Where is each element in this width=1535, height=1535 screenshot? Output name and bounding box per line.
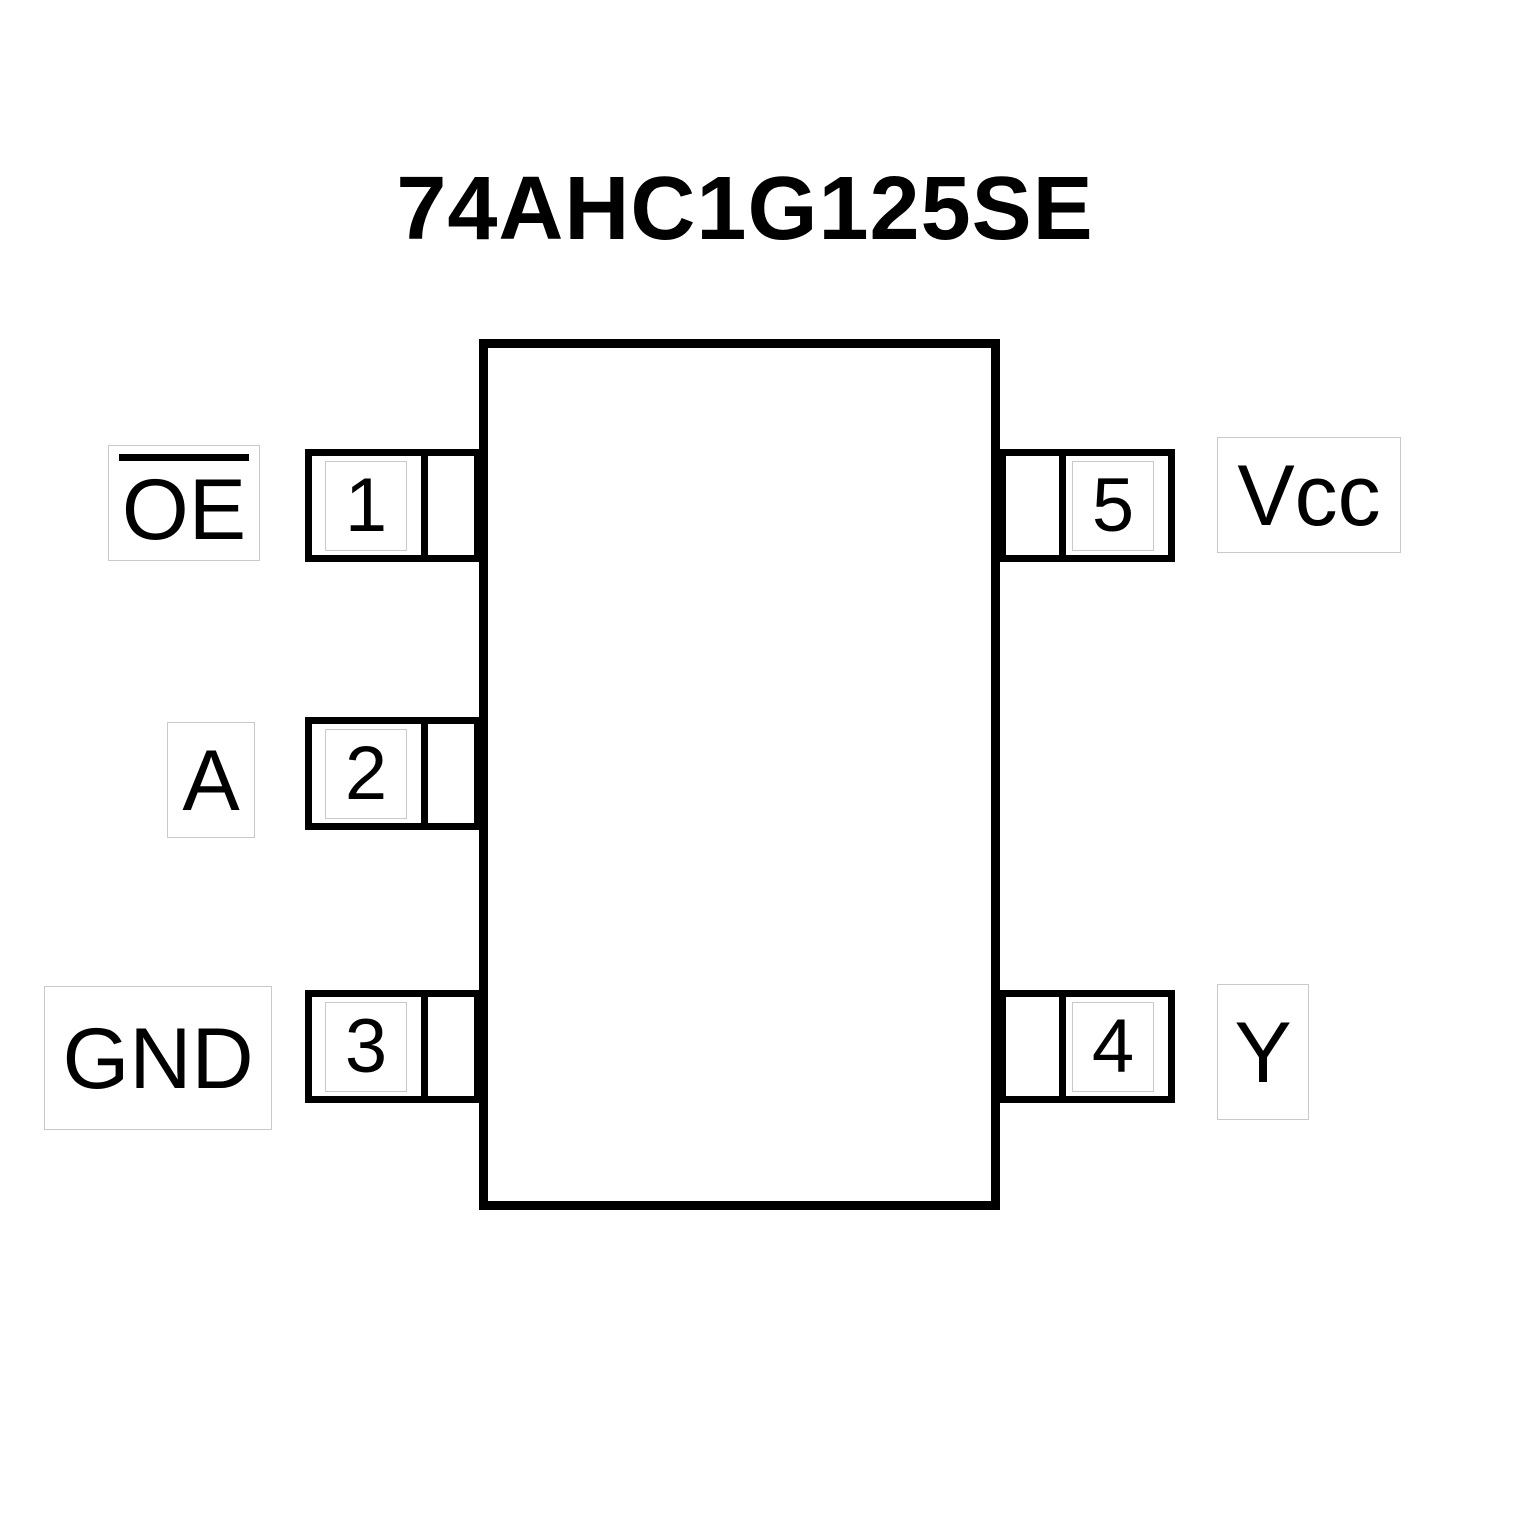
pin-label-gnd: GND <box>44 986 272 1130</box>
pin-label-y-text: Y <box>1234 1005 1292 1101</box>
pin-stub-3: 3 <box>305 990 481 1103</box>
pin-label-a-text: A <box>182 733 240 829</box>
page-title: 74AHC1G125SE <box>396 159 1094 259</box>
pin-label-vcc: Vcc <box>1217 437 1401 553</box>
pin-stub-5: 5 <box>999 449 1175 562</box>
pin-stub-4: 4 <box>999 990 1175 1103</box>
pin-label-oe-text: OE <box>118 453 250 553</box>
pin-stub-divider <box>1059 456 1066 555</box>
pin-stub-divider <box>1059 997 1066 1096</box>
pin-stub-2: 2 <box>305 717 481 830</box>
pin-label-y: Y <box>1217 984 1309 1120</box>
pin-stub-1: 1 <box>305 449 481 562</box>
pin-label-vcc-text: Vcc <box>1237 448 1381 544</box>
pin-number-3: 3 <box>325 1002 407 1092</box>
pin-number-5: 5 <box>1072 461 1154 551</box>
pin-stub-divider <box>421 456 428 555</box>
ic-package-body <box>479 339 1000 1210</box>
pin-stub-divider <box>421 724 428 823</box>
pin-label-gnd-text: GND <box>62 1011 254 1107</box>
pin-label-a: A <box>167 722 255 838</box>
pin-stub-divider <box>421 997 428 1096</box>
pin-label-oe: OE <box>108 445 260 561</box>
pin-number-1: 1 <box>325 461 407 551</box>
pin-number-4: 4 <box>1072 1002 1154 1092</box>
pin-number-2: 2 <box>325 729 407 819</box>
